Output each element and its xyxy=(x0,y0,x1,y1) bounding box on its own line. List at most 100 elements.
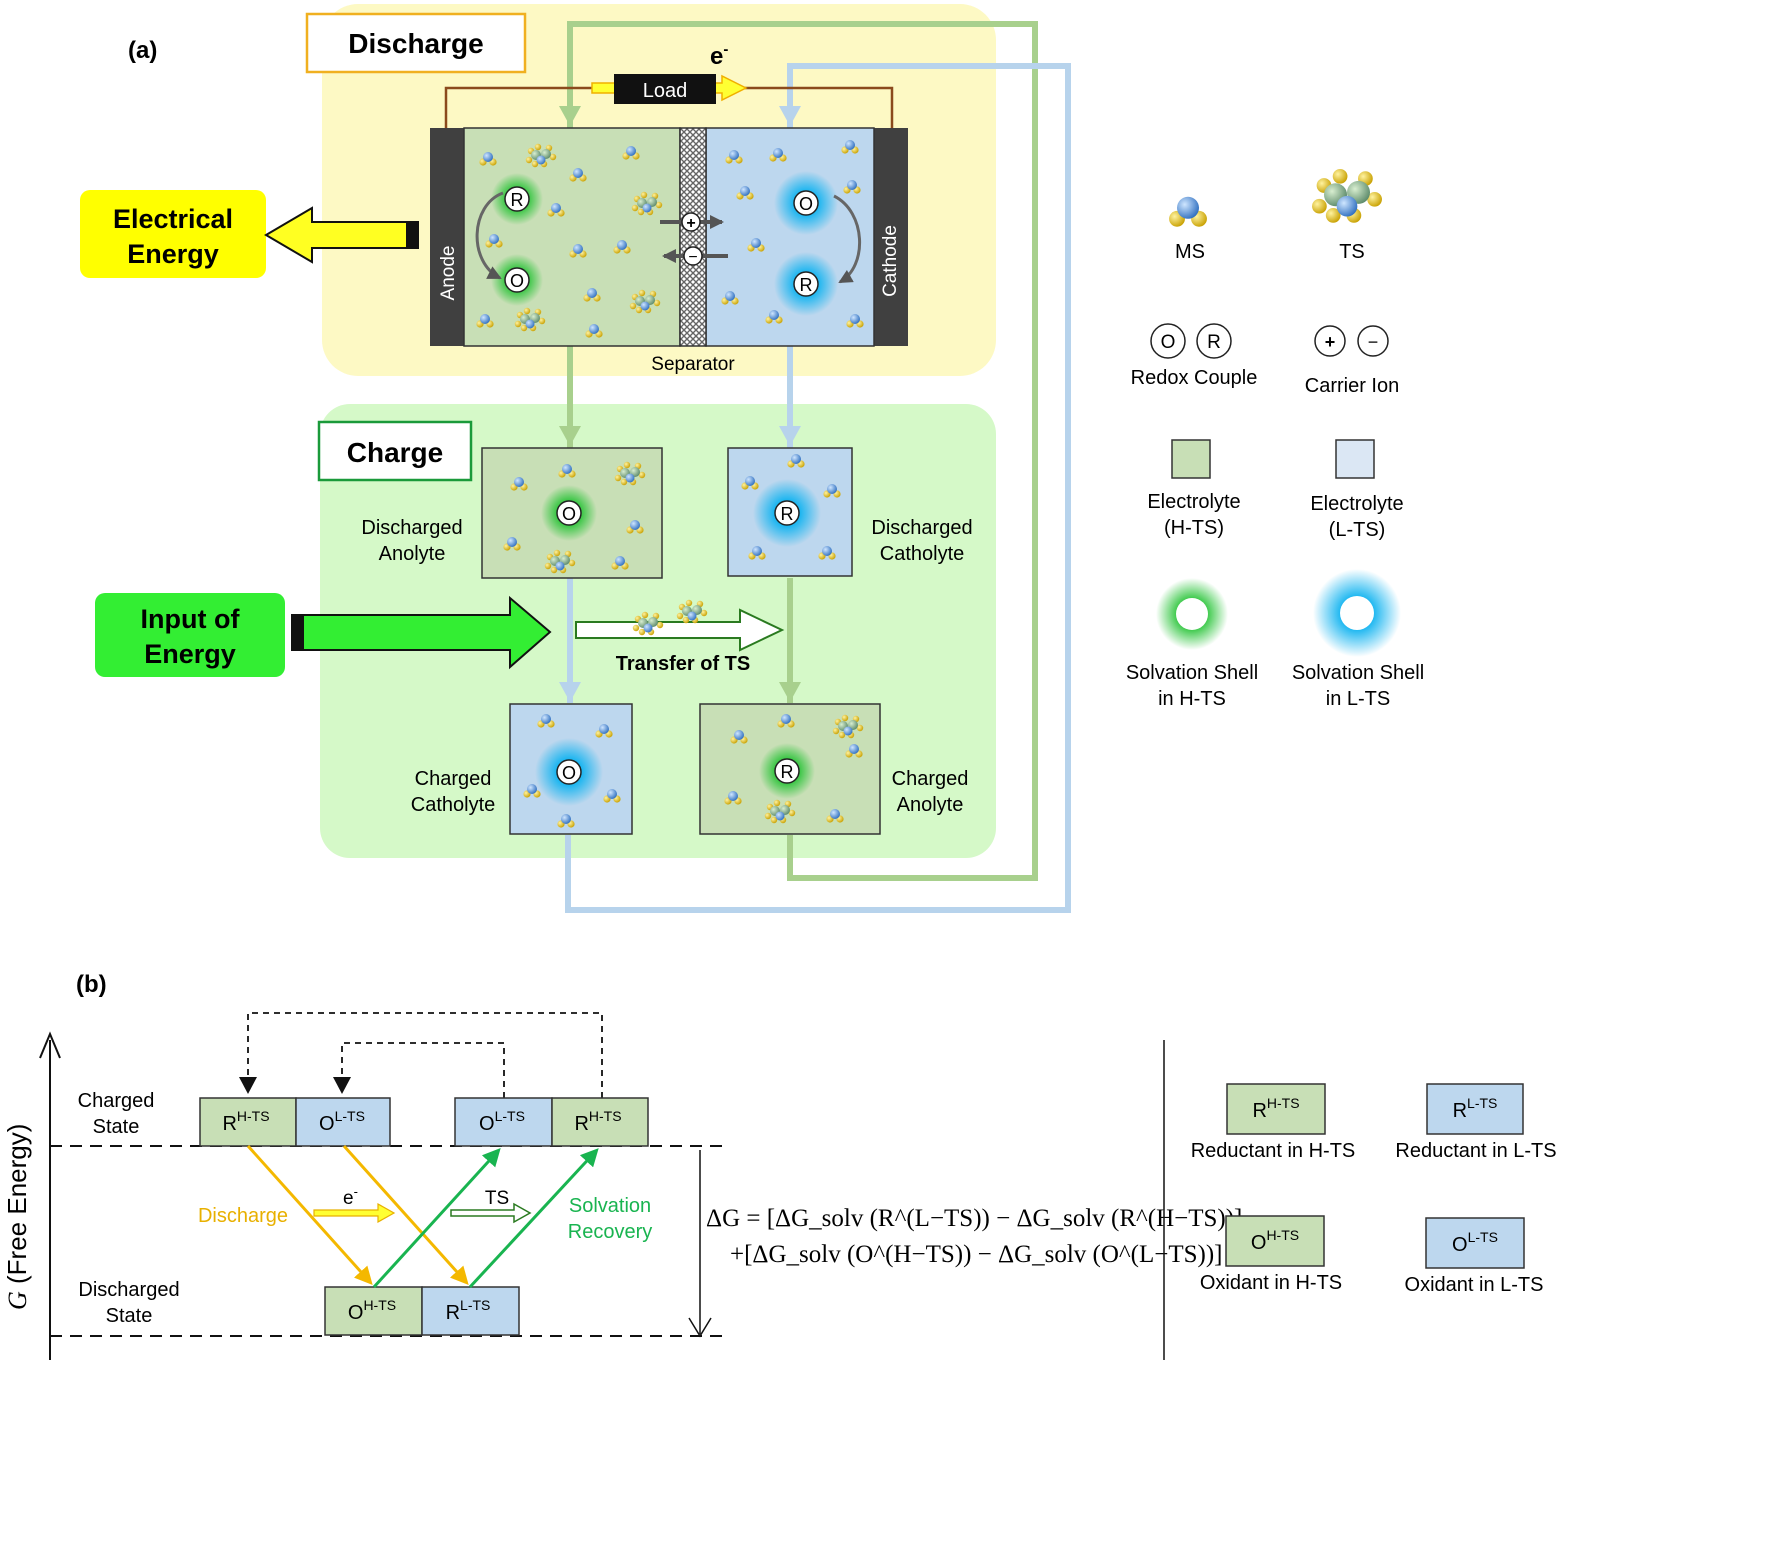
cation-circle xyxy=(681,212,701,232)
ms-molecule-icon xyxy=(841,140,859,154)
box-o-lts-recovered-label: OL-TS xyxy=(479,1108,525,1135)
ms-molecule-icon xyxy=(769,148,787,162)
recycle-r-arrowhead xyxy=(239,1077,257,1094)
equation-line2: +[ΔG_solv (O^(H−TS)) − ΔG_solv (O^(L−TS)… xyxy=(730,1241,1223,1268)
ms-molecule-icon xyxy=(845,744,863,758)
discharged-state-label-2: State xyxy=(106,1305,153,1327)
discharged-anolyte-o-letter: O xyxy=(562,504,576,524)
ms-molecule-icon xyxy=(730,730,748,744)
legend-shell-h-1: Solvation Shell xyxy=(1126,662,1258,684)
recovery-label-2: Recovery xyxy=(568,1221,652,1243)
charged-anolyte-label-2: Anolyte xyxy=(897,794,964,816)
legend-electrolyte-h-1: Electrolyte xyxy=(1147,491,1240,513)
ms-molecule-icon xyxy=(503,537,521,551)
ts-molecule-icon xyxy=(764,799,796,824)
green-arrowhead-in xyxy=(559,106,581,126)
box-r-hts-charged-label: RH-TS xyxy=(222,1108,269,1135)
discharged-anolyte-label-1: Discharged xyxy=(361,517,462,539)
ms-molecule-icon xyxy=(826,809,844,823)
input-energy-arrow-tail xyxy=(292,615,304,650)
charge-title-box xyxy=(317,420,473,482)
ms-molecule-icon xyxy=(622,146,640,160)
legend-shell-h-2: in H-TS xyxy=(1158,688,1226,710)
legend-carrier-label: Carrier Ion xyxy=(1305,375,1399,397)
legend-shell-l-2: in L-TS xyxy=(1326,688,1390,710)
ms-molecule-icon xyxy=(485,234,503,248)
legend-shell-l-core xyxy=(1340,596,1374,630)
discharged-anolyte-o-circle xyxy=(556,500,582,526)
ms-molecule-icon xyxy=(725,150,743,164)
discharge-arrow-r xyxy=(246,1144,373,1285)
electron-label: e- xyxy=(710,41,728,70)
legend-oxidant-circle xyxy=(1150,323,1186,359)
separator-membrane xyxy=(679,127,707,347)
ms-molecule-icon xyxy=(611,556,629,570)
discharged-catholyte-label-1: Discharged xyxy=(871,517,972,539)
electrical-energy-arrow-tail xyxy=(406,222,418,248)
recovery-label-1: Solvation xyxy=(569,1195,651,1217)
legend-ts-symbol xyxy=(1312,168,1382,223)
ms-molecule-icon xyxy=(765,310,783,324)
legend-o-hts-box-label: OH-TS xyxy=(1251,1227,1299,1254)
ms-molecule-icon xyxy=(537,714,555,728)
charged-catholyte-label-2: Catholyte xyxy=(411,794,496,816)
ms-molecule-icon xyxy=(818,546,836,560)
ms-molecule-icon xyxy=(823,484,841,498)
legend-o-lts-box xyxy=(1425,1217,1525,1269)
charge-title: Charge xyxy=(347,437,443,468)
green-arrowhead-charged xyxy=(779,682,801,702)
ms-molecule-icon xyxy=(569,244,587,258)
discharge-label: Discharge xyxy=(198,1205,288,1227)
legend-r-lts-box-label: RL-TS xyxy=(1453,1095,1498,1122)
ms-molecule-icon xyxy=(547,203,565,217)
legend-b: RH-TS Reductant in H-TS RL-TS Reductant … xyxy=(1191,1083,1557,1296)
legend-electrolyte-l-1: Electrolyte xyxy=(1310,493,1403,515)
legend-shell-h-core xyxy=(1176,598,1208,630)
box-o-lts-charged xyxy=(295,1097,391,1147)
legend-o-lts-text: Oxidant in L-TS xyxy=(1405,1274,1544,1296)
box-o-lts-charged-label: OL-TS xyxy=(319,1108,365,1135)
discharged-pair: OH-TS RL-TS xyxy=(324,1286,520,1336)
ts-molecule-icon xyxy=(629,289,661,314)
legend-a: MS TS O R Redox Couple + − Carrier Ion E… xyxy=(1126,168,1424,710)
discharged-state-label-1: Discharged xyxy=(78,1279,179,1301)
input-energy-box xyxy=(95,593,285,677)
ms-molecule-icon xyxy=(787,454,805,468)
legend-r-hts-box xyxy=(1226,1083,1326,1135)
ts-molecule-icon xyxy=(832,714,864,739)
recycle-o-arrowhead xyxy=(333,1077,351,1094)
ms-molecule-icon xyxy=(736,186,754,200)
ms-molecule-icon xyxy=(843,180,861,194)
molecules-layer xyxy=(476,140,864,828)
ts-molecule-icon xyxy=(525,143,557,168)
charged-catholyte-label-1: Charged xyxy=(415,768,492,790)
legend-ms-label: MS xyxy=(1175,241,1205,263)
panel-b-label: (b) xyxy=(76,971,107,998)
legend-reductant-circle xyxy=(1196,323,1232,359)
legend-r-lts-box xyxy=(1426,1083,1524,1135)
cathode-reduction-arrow xyxy=(833,194,861,284)
legend-oxidant-letter: O xyxy=(1161,332,1176,353)
discharged-catholyte-r-circle xyxy=(774,500,800,526)
anode-o-circle xyxy=(504,267,530,293)
ms-molecule-icon xyxy=(583,288,601,302)
ms-molecule-icon xyxy=(626,520,644,534)
ts-transfer-label: Transfer of TS xyxy=(616,653,750,675)
charged-catholyte-o-circle xyxy=(556,759,582,785)
legend-plus-circle xyxy=(1314,325,1346,357)
anion-sign: − xyxy=(688,249,697,266)
legend-o-hts-box xyxy=(1225,1215,1325,1267)
legend-o-hts-text: Oxidant in H-TS xyxy=(1200,1272,1342,1294)
ts-label-b: TS xyxy=(485,1188,509,1209)
ms-molecule-icon xyxy=(603,789,621,803)
legend-r-hts-text: Reductant in H-TS xyxy=(1191,1140,1356,1162)
cathode-o-letter: O xyxy=(799,194,813,214)
ms-molecule-icon xyxy=(557,814,575,828)
legend-shell-l-1: Solvation Shell xyxy=(1292,662,1424,684)
legend-ts-label: TS xyxy=(1339,241,1365,263)
tube-arrowheads xyxy=(559,106,801,702)
ms-molecule-icon xyxy=(595,724,613,738)
green-loop-tube xyxy=(567,21,1038,881)
recycle-r-dashed xyxy=(247,1012,603,1098)
charged-state-label-2: State xyxy=(93,1116,140,1138)
